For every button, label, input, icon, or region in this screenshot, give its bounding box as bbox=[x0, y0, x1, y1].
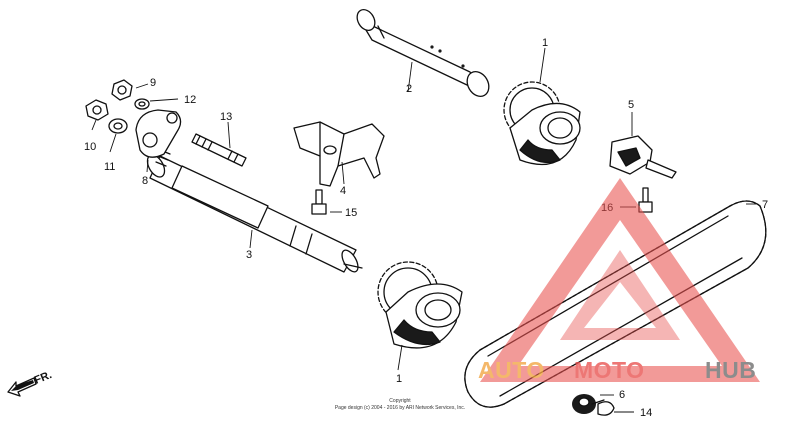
direction-label: FR. bbox=[33, 369, 54, 387]
callout-14: 14 bbox=[640, 407, 652, 419]
callout-1-top: 1 bbox=[542, 37, 548, 49]
callout-7: 7 bbox=[762, 199, 768, 211]
watermark-text-moto: MOTO bbox=[574, 357, 645, 383]
sprocket-part-1-bottom bbox=[377, 261, 463, 349]
callout-15: 15 bbox=[345, 207, 357, 219]
leader-lines bbox=[91, 47, 758, 413]
callout-12: 12 bbox=[184, 94, 196, 106]
stopper-arm-part-8 bbox=[135, 109, 182, 158]
copyright-line-1: Copyright bbox=[389, 398, 411, 404]
shift-fork-part-4 bbox=[293, 121, 385, 187]
watermark-text-auto: AUTO bbox=[478, 357, 545, 383]
nut-part-9 bbox=[111, 79, 133, 101]
tensioner-part-5 bbox=[609, 135, 677, 179]
callout-6: 6 bbox=[619, 389, 625, 401]
callout-10: 10 bbox=[84, 141, 96, 153]
shaft-part-2 bbox=[356, 9, 490, 97]
roller-part-6 bbox=[572, 394, 605, 414]
callout-13: 13 bbox=[220, 111, 232, 123]
shaft-part-3 bbox=[146, 149, 363, 273]
callout-5: 5 bbox=[628, 99, 634, 111]
callout-3: 3 bbox=[246, 249, 252, 261]
stud-part-13 bbox=[191, 133, 247, 167]
callout-11: 11 bbox=[104, 161, 115, 173]
clip-part-14 bbox=[597, 401, 615, 416]
watermark-logo: AUTO MOTO HUB bbox=[478, 178, 760, 383]
callout-1-bottom: 1 bbox=[396, 373, 402, 385]
callout-2: 2 bbox=[406, 83, 412, 95]
copyright-line-2: Page design (c) 2004 - 2016 by ARI Netwo… bbox=[335, 405, 465, 411]
copyright-notice: Copyright Page design (c) 2004 - 2016 by… bbox=[335, 398, 465, 411]
bolt-part-16 bbox=[638, 187, 653, 213]
callout-labels: 1 1 2 3 4 5 6 7 8 9 10 11 12 13 14 15 16 bbox=[84, 37, 768, 419]
front-direction-arrow: FR. bbox=[7, 369, 54, 397]
washer-part-11 bbox=[108, 118, 128, 134]
watermark-text-hub: HUB bbox=[705, 357, 756, 383]
callout-4: 4 bbox=[340, 185, 346, 197]
sprocket-part-1-top bbox=[503, 81, 581, 166]
nut-part-10 bbox=[85, 99, 109, 121]
bolt-part-15 bbox=[311, 189, 327, 215]
callout-8: 8 bbox=[142, 175, 148, 187]
callout-9: 9 bbox=[150, 77, 156, 89]
washer-part-12 bbox=[134, 98, 150, 110]
